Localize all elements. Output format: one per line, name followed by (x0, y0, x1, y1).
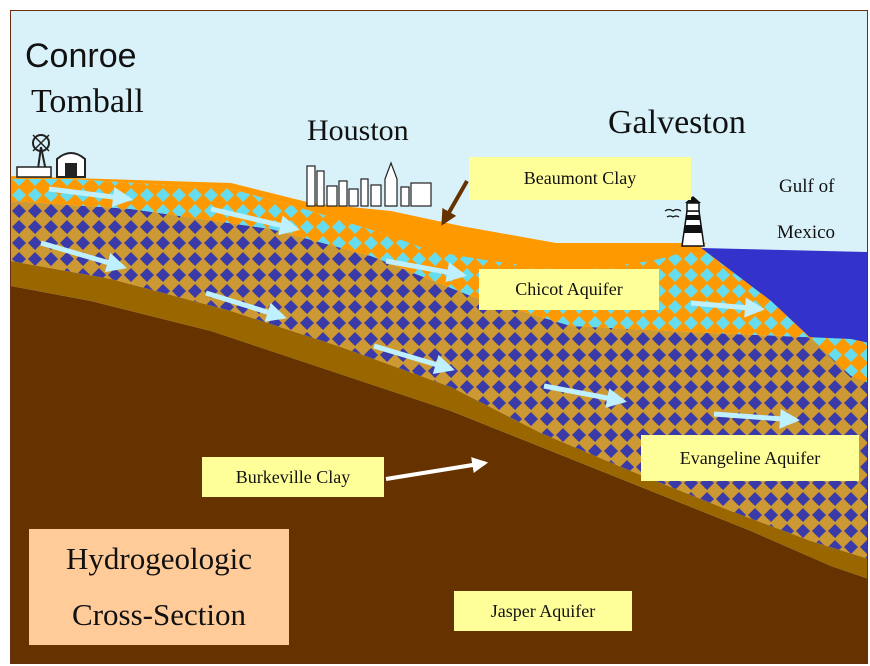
flow-arrow (40, 240, 127, 273)
beaumont-clay-layer (11, 176, 706, 271)
place-conroe: Conroe (25, 37, 137, 75)
flow-arrow (543, 383, 627, 408)
burkeville-clay-label: Burkeville Clay (202, 457, 384, 497)
jasper-aquifer-label: Jasper Aquifer (454, 591, 632, 631)
flow-arrow (713, 408, 800, 429)
city-skyline-icon (306, 161, 432, 207)
cross-section-diagram: Conroe Tomball Houston Galveston Gulf of… (10, 10, 868, 664)
flow-arrow (373, 343, 455, 375)
place-galveston: Galveston (608, 104, 746, 141)
diagram-title-box: Hydrogeologic Cross-Section (29, 529, 289, 645)
burkeville-clay-layer (11, 261, 867, 579)
title-line1: Hydrogeologic (66, 541, 252, 576)
title-line2: Cross-Section (72, 597, 246, 632)
evangeline-aquifer-label: Evangeline Aquifer (641, 435, 859, 481)
gulf-label-line1: Gulf of (779, 176, 835, 197)
burkeville-pointer-arrow (385, 457, 489, 481)
place-houston: Houston (307, 114, 409, 147)
gulf-label-line2: Mexico (777, 222, 836, 243)
flow-arrows (40, 186, 800, 429)
flow-arrow (48, 186, 133, 207)
lighthouse-icon (664, 196, 705, 247)
flow-arrow (205, 290, 287, 322)
flow-arrow (385, 258, 467, 282)
place-tomball: Tomball (31, 83, 144, 120)
chicot-aquifer-layer (11, 179, 867, 383)
beaumont-pointer-arrow (441, 180, 469, 226)
beaumont-clay-label: Beaumont Clay (469, 157, 691, 200)
flow-arrow (690, 297, 765, 318)
flow-arrow (210, 206, 300, 236)
farm-icon (16, 134, 86, 178)
chicot-aquifer-label: Chicot Aquifer (479, 269, 659, 310)
